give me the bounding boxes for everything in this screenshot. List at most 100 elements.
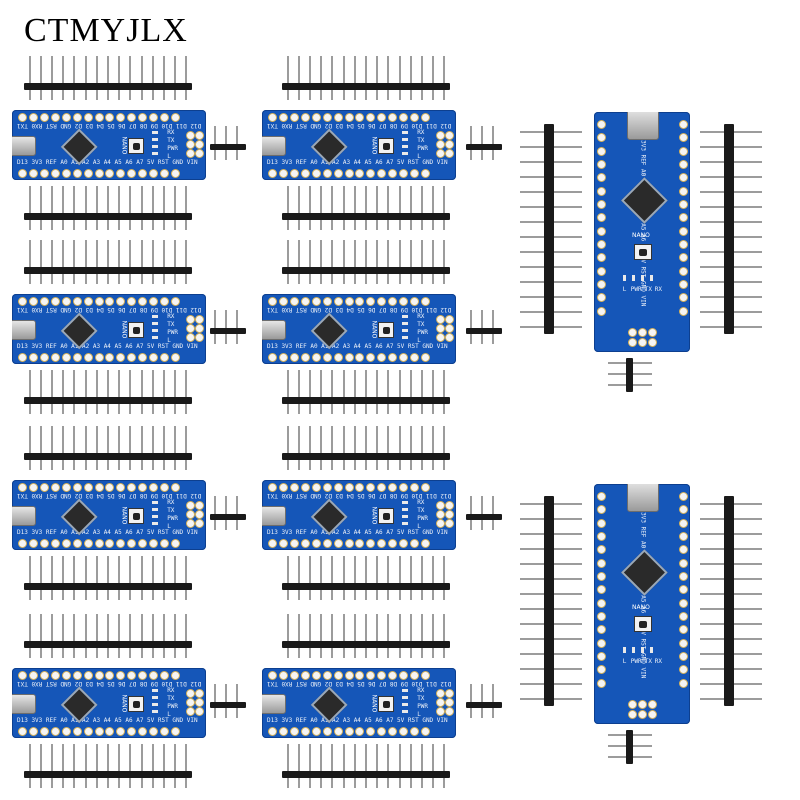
led-label-tx: TX: [167, 506, 175, 514]
pin-pad: [116, 169, 126, 178]
led-label-pwr: PWR: [630, 658, 642, 666]
pin-pad: [311, 113, 321, 122]
header-pin: [353, 186, 356, 230]
led-label-tx: TX: [167, 694, 175, 702]
header-pin: [409, 744, 412, 788]
pin-pad: [72, 539, 82, 548]
icsp-pad: [638, 700, 647, 709]
led-smd: [631, 647, 635, 654]
usb-c-connector-icon: [12, 506, 36, 526]
header-plastic: [24, 771, 192, 779]
header-pin: [118, 614, 121, 658]
header-pin: [39, 744, 42, 788]
pin-pad: [50, 483, 60, 492]
pin-pad: [83, 727, 93, 736]
pin-pad: [410, 727, 420, 736]
pin-pad: [50, 169, 60, 178]
led-smd: [151, 696, 158, 699]
header-pin: [151, 556, 154, 600]
header-pin: [39, 556, 42, 600]
header-pin: [129, 556, 132, 600]
header-pin: [174, 744, 177, 788]
header-plastic: [210, 702, 246, 708]
pin-pad: [377, 353, 387, 362]
pin-pad: [83, 169, 93, 178]
pin-pad: [138, 297, 148, 306]
pin-pad: [679, 678, 688, 688]
pin-pad: [105, 169, 115, 178]
pin-pad: [39, 113, 49, 122]
pin-pad: [377, 727, 387, 736]
icsp-pad: [195, 324, 204, 333]
pin-pad: [105, 113, 115, 122]
silk-bottom-row: D13 3V3 REF A0 A1 A2 A3 A4 A5 A6 A7 5V R…: [17, 343, 198, 350]
pin-pad: [268, 297, 277, 306]
pin-pad: [94, 297, 104, 306]
header-pin: [443, 614, 446, 658]
pin-pad: [160, 727, 170, 736]
header-plastic: [282, 583, 450, 591]
pin-pad: [83, 483, 93, 492]
header-pin: [95, 240, 98, 284]
usb-c-connector-icon: [262, 694, 286, 714]
pin-pad: [278, 353, 288, 362]
icsp-pad: [195, 519, 204, 528]
header-pin: [140, 186, 143, 230]
led-label-l: L: [417, 152, 421, 160]
pin-pad: [83, 539, 93, 548]
pin-pad: [410, 297, 420, 306]
pin-pad: [679, 572, 688, 581]
pin-pad: [160, 671, 170, 680]
pin-pad: [105, 671, 115, 680]
header-pin: [342, 614, 345, 658]
silk-bottom-row: D13 3V3 REF A0 A1 A2 A3 A4 A5 A6 A7 5V R…: [267, 529, 448, 536]
icsp-pad: [628, 710, 637, 719]
icsp-pad: [195, 333, 204, 342]
header-pin: [163, 370, 165, 414]
icsp-pad: [638, 710, 647, 719]
icsp-pad: [445, 140, 454, 149]
pin-pad: [116, 483, 126, 492]
usb-c-connector-icon: [262, 136, 286, 156]
icsp-pad: [195, 698, 204, 707]
header-plastic: [210, 514, 246, 520]
header-plastic: [626, 358, 633, 392]
icsp-pad: [445, 131, 454, 140]
header-pin: [51, 556, 53, 600]
header-pin: [163, 426, 165, 470]
pin-pad: [72, 671, 82, 680]
pin-pad: [94, 483, 104, 492]
icsp-pad: [445, 689, 454, 698]
header-pin: [297, 744, 300, 788]
header-pin: [286, 426, 289, 470]
header-pin: [28, 240, 31, 284]
header-pin: [62, 744, 65, 788]
header-pin: [297, 370, 300, 414]
led-smd: [401, 689, 408, 692]
header-pin: [297, 186, 300, 230]
pin-header-icon: [24, 744, 192, 796]
pin-header-icon: [282, 614, 450, 666]
header-pin: [492, 496, 494, 530]
pin-pad: [679, 133, 688, 143]
header-pin: [481, 310, 483, 344]
header-pin: [387, 614, 390, 658]
pin-pad: [410, 113, 420, 122]
pin-pad: [289, 353, 299, 362]
led-label-rx: RX: [167, 312, 175, 320]
header-pin: [51, 744, 53, 788]
header-pin: [376, 744, 379, 788]
pin-pad: [355, 297, 365, 306]
pin-pad: [160, 483, 170, 492]
pin-pad: [679, 612, 688, 621]
pin-pad: [105, 297, 115, 306]
header-pin: [118, 556, 121, 600]
pin-pad: [160, 297, 170, 306]
led-smd: [631, 275, 635, 282]
header-pin: [185, 370, 188, 414]
led-label-tx: TX: [417, 694, 425, 702]
pin-pad: [61, 671, 71, 680]
header-plastic: [210, 328, 246, 334]
silk-top-row: D12 D11 D10 D9 D8 D7 D6 D5 D4 D3 D2 GND …: [17, 306, 202, 313]
pin-pad: [366, 671, 376, 680]
